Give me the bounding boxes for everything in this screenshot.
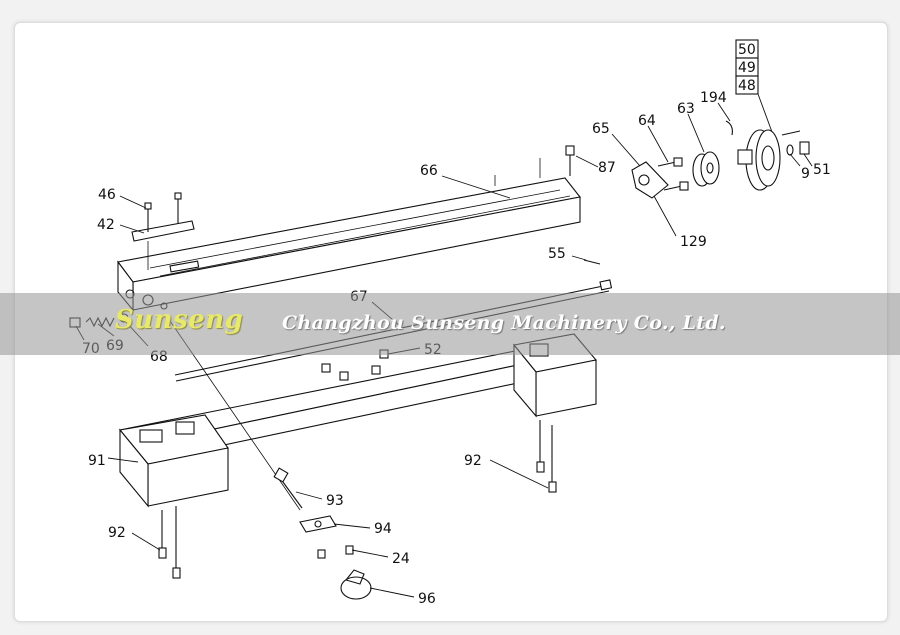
callout-93: 93: [326, 493, 344, 509]
knob-96: [340, 569, 372, 600]
callout-94: 94: [374, 521, 392, 537]
nut-51: [799, 141, 810, 155]
plate-94: [299, 515, 337, 533]
callout-92-left: 92: [108, 525, 126, 541]
callout-64: 64: [638, 113, 656, 129]
callout-55: 55: [548, 246, 566, 262]
screws-24: [317, 545, 354, 559]
rail-66: [117, 158, 581, 312]
callout-51: 51: [813, 162, 831, 178]
bolts-92-left: [158, 506, 181, 579]
screw-87: [565, 145, 575, 176]
callout-50: 50: [738, 42, 756, 58]
callout-129: 129: [680, 234, 707, 250]
callout-65: 65: [592, 121, 610, 137]
callout-92-right: 92: [464, 453, 482, 469]
bolts-92-right: [536, 420, 557, 493]
watermark-company: Changzhou Sunseng Machinery Co., Ltd.: [282, 312, 726, 334]
washer-9: [786, 144, 794, 156]
pulley-63: [692, 151, 720, 187]
callout-63: 63: [677, 101, 695, 117]
callout-42: 42: [97, 217, 115, 233]
callout-87: 87: [598, 160, 616, 176]
callout-66: 66: [420, 163, 438, 179]
callout-48: 48: [738, 78, 756, 94]
callout-49: 49: [738, 60, 756, 76]
callout-194: 194: [700, 90, 727, 106]
watermark-brand: Sunseng: [115, 305, 244, 335]
gear-48: [737, 129, 801, 191]
pin-55: [583, 259, 601, 265]
callout-46: 46: [98, 187, 116, 203]
part-number-stack: [735, 39, 773, 133]
callout-91: 91: [88, 453, 106, 469]
callout-24: 24: [392, 551, 410, 567]
watermark-band: [0, 293, 900, 355]
callout-9: 9: [801, 166, 810, 182]
carriage-frame-91: [118, 333, 598, 508]
retaining-ring-194: [725, 120, 733, 136]
callout-96: 96: [418, 591, 436, 607]
bracket-65: [631, 157, 689, 199]
bracket-42: [131, 192, 195, 270]
